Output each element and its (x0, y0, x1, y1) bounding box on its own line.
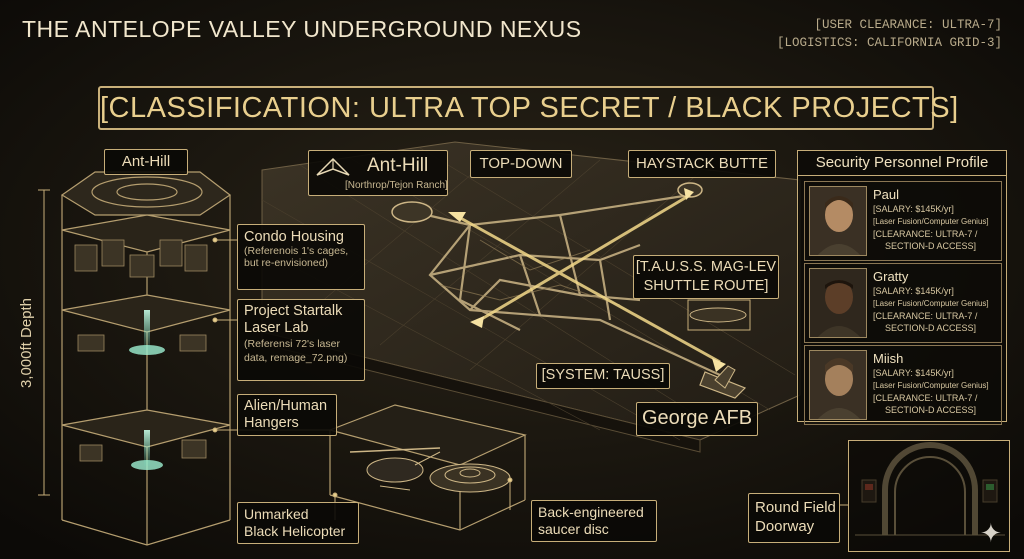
page-title: THE ANTELOPE VALLEY UNDERGROUND NEXUS (22, 16, 582, 42)
security-panel: Paul [SALARY: $145K/yr] [Laser Fusion/Co… (797, 150, 1007, 425)
anthill-map-title: Ant-Hill (367, 155, 429, 176)
personnel-card: Gratty [SALARY: $145K/yr] [Laser Fusion/… (804, 263, 1002, 343)
anthill-tower-label: Ant-Hill (104, 149, 188, 175)
shuttle-route-label: [T.A.U.S.S. MAG-LEV SHUTTLE ROUTE] (633, 255, 779, 299)
hangers-label: Alien/Human Hangers (237, 394, 337, 436)
personnel-clearance: [CLEARANCE: ULTRA-7 / (873, 311, 978, 321)
security-panel-title: Security Personnel Profile (797, 150, 1007, 176)
personnel-access: SECTION-D ACCESS] (885, 405, 977, 415)
system-tauss-label: [SYSTEM: TAUSS] (536, 363, 670, 389)
personnel-access: SECTION-D ACCESS] (885, 323, 977, 333)
personnel-skill: [Laser Fusion/Computer Genius] (873, 299, 989, 308)
anthill-map-label: Ant-Hill [Northrop/Tejon Ranch] (308, 150, 448, 196)
clearance-info: [USER CLEARANCE: ULTRA-7] [LOGISTICS: CA… (777, 16, 1002, 52)
personnel-salary: [SALARY: $145K/yr] (873, 368, 954, 378)
user-clearance: [USER CLEARANCE: ULTRA-7] (814, 18, 1002, 32)
doorway-frame (848, 440, 1010, 552)
personnel-salary: [SALARY: $145K/yr] (873, 204, 954, 214)
personnel-skill: [Laser Fusion/Computer Genius] (873, 217, 989, 226)
top-down-label: TOP-DOWN (470, 150, 572, 178)
personnel-name: Gratty (873, 269, 909, 284)
portrait-avatar (809, 186, 867, 256)
personnel-name: Paul (873, 187, 900, 202)
logistics-grid: [LOGISTICS: CALIFORNIA GRID-3] (776, 36, 1002, 50)
personnel-clearance: [CLEARANCE: ULTRA-7 / (873, 393, 978, 403)
depth-label: 3,000ft Depth (18, 297, 35, 389)
personnel-access: SECTION-D ACCESS] (885, 241, 977, 251)
personnel-skill: [Laser Fusion/Computer Genius] (873, 381, 989, 390)
anthill-map-sub: [Northrop/Tejon Ranch] (345, 180, 448, 191)
portrait-avatar (809, 268, 867, 338)
personnel-card: Paul [SALARY: $145K/yr] [Laser Fusion/Co… (804, 181, 1002, 261)
classification-text: [CLASSIFICATION: ULTRA TOP SECRET / BLAC… (100, 92, 959, 124)
haystack-butte-label: HAYSTACK BUTTE (628, 150, 776, 178)
portrait-avatar (809, 350, 867, 420)
laser-lab-label: Project Startalk Laser Lab (Referensi 72… (237, 299, 365, 381)
doorway-label: Round Field Doorway (748, 493, 840, 543)
sparkle-icon: ✦ (980, 518, 1002, 548)
saucer-label: Back-engineered saucer disc (531, 500, 657, 542)
helicopter-label: Unmarked Black Helicopter (237, 502, 359, 544)
personnel-name: Miish (873, 351, 904, 366)
personnel-clearance: [CLEARANCE: ULTRA-7 / (873, 229, 978, 239)
anthill-pyramid-icon (316, 157, 350, 176)
classification-banner: [CLASSIFICATION: ULTRA TOP SECRET / BLAC… (98, 86, 959, 130)
personnel-salary: [SALARY: $145K/yr] (873, 286, 954, 296)
george-afb-label: George AFB (636, 402, 758, 436)
condo-housing-label: Condo Housing (Referenois 1's cages, but… (237, 224, 365, 290)
personnel-card: Miish [SALARY: $145K/yr] [Laser Fusion/C… (804, 345, 1002, 425)
